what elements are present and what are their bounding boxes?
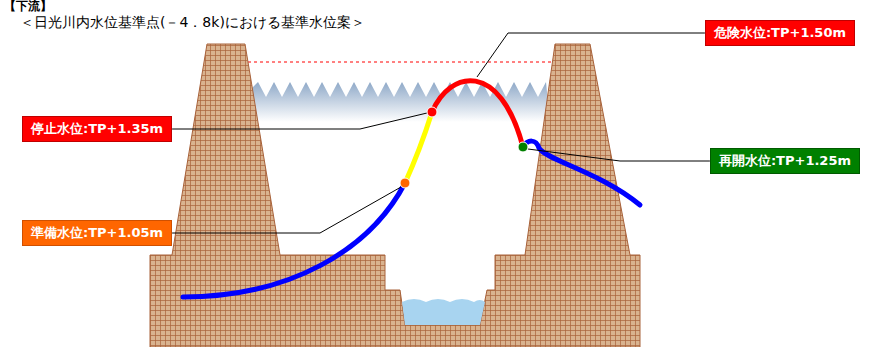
section-label: 【下流】 <box>4 0 52 15</box>
leader-line <box>172 113 427 129</box>
levee-ground <box>150 44 640 347</box>
leader-line <box>477 33 705 77</box>
water-level-box: 再開水位:TP+1.25m <box>710 148 860 174</box>
stop-curve <box>432 81 523 147</box>
level-text: 危険水位:TP+1.50m <box>714 25 846 40</box>
leader-line <box>172 187 401 233</box>
resume-dot <box>518 142 528 152</box>
river-water <box>402 299 485 325</box>
rise-curve <box>183 183 405 297</box>
water-level-box: 停止水位:TP+1.35m <box>22 116 172 142</box>
stop-dot <box>427 107 437 117</box>
prep-curve <box>405 112 432 183</box>
level-text: 再開水位:TP+1.25m <box>719 153 851 168</box>
level-text: 停止水位:TP+1.35m <box>31 121 163 136</box>
water-level-box: 危険水位:TP+1.50m <box>705 20 855 46</box>
water-level-box: 準備水位:TP+1.05m <box>22 220 172 246</box>
danger-line <box>248 62 553 63</box>
diagram-title: ＜日光川内水位基準点(－4．8k)における基準水位案＞ <box>20 14 365 32</box>
leader-line <box>528 149 710 161</box>
prep-dot <box>400 178 410 188</box>
level-text: 準備水位:TP+1.05m <box>31 225 163 240</box>
